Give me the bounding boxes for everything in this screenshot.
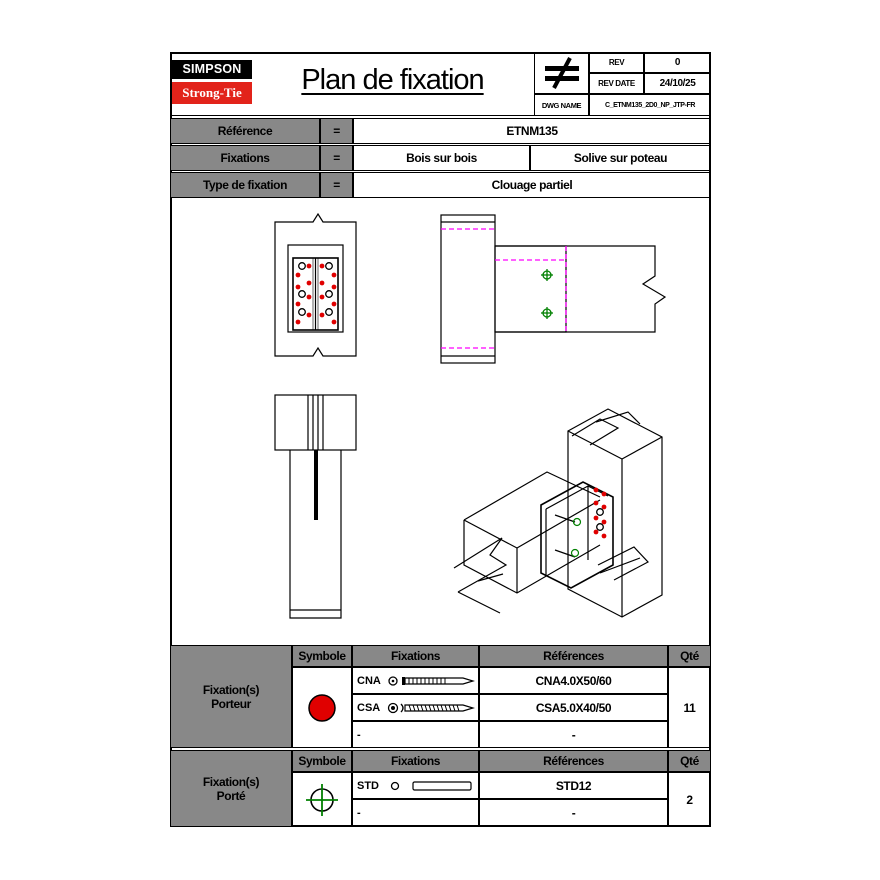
fixations-label: Fixations — [170, 145, 320, 171]
rev-label: REV — [589, 52, 644, 73]
brand-top: SIMPSON — [172, 60, 252, 79]
porteur-row-3-code: - — [357, 728, 361, 741]
porteur-qty: 11 — [668, 667, 711, 748]
porteur-row-2-code: CSA — [357, 701, 381, 714]
fixations-equals: = — [320, 145, 353, 171]
plan-view — [274, 394, 357, 619]
porte-col-references: Références — [479, 750, 668, 772]
porteur-row-2-ref: CSA5.0X40/50 — [479, 694, 668, 721]
csa-screw-icon — [387, 702, 475, 713]
porte-row-1-fix: STD — [352, 772, 479, 799]
porteur-row-2-fix: CSA — [352, 694, 479, 721]
cna-nail-icon — [388, 675, 475, 686]
porteur-col-qte: Qté — [668, 645, 711, 667]
porte-row-1-code: STD — [357, 779, 379, 792]
side-view-dowels — [541, 269, 553, 319]
not-equal-box — [534, 52, 589, 94]
fixations-value-2: Solive sur poteau — [530, 145, 711, 171]
porte-col-symbole: Symbole — [292, 750, 352, 772]
fixations-value-1: Bois sur bois — [353, 145, 530, 171]
brand-bottom: Strong-Tie — [172, 82, 252, 104]
side-view — [440, 214, 667, 364]
porte-row-2-code: - — [357, 807, 361, 819]
not-equal-icon — [544, 57, 579, 89]
type-label: Type de fixation — [170, 172, 320, 198]
porte-col-fixations: Fixations — [352, 750, 479, 772]
porte-section-label: Fixation(s) Porté — [170, 750, 292, 827]
porte-row-2-fix: - — [352, 799, 479, 827]
side-view-plate — [441, 228, 567, 349]
dwg-name-label: DWG NAME — [534, 94, 589, 116]
porte-row-2-ref: - — [479, 799, 668, 827]
std-dowel-icon — [390, 780, 472, 791]
drawing-area — [274, 212, 667, 619]
porteur-row-1-ref: CNA4.0X50/60 — [479, 667, 668, 694]
rev-date-label: REV DATE — [589, 73, 644, 94]
isometric-view — [453, 408, 663, 618]
dwg-name-value: C_ETNM135_2D0_NP_JTP-FR — [589, 94, 711, 116]
porte-col-qte: Qté — [668, 750, 711, 772]
porteur-label-line2: Porteur — [211, 696, 251, 711]
porte-qty: 2 — [668, 772, 711, 827]
type-value: Clouage partiel — [353, 172, 711, 198]
porteur-symbol-cell — [292, 667, 352, 748]
porte-symbol-cell — [292, 772, 352, 827]
porteur-row-3-fix: - — [352, 721, 479, 748]
reference-value: ETNM135 — [353, 118, 711, 144]
porteur-section-label: Fixation(s) Porteur — [170, 645, 292, 748]
reference-label: Référence — [170, 118, 320, 144]
porteur-col-symbole: Symbole — [292, 645, 352, 667]
porteur-row-1-fix: CNA — [352, 667, 479, 694]
brand-logo: SIMPSON Strong-Tie — [172, 60, 252, 110]
type-equals: = — [320, 172, 353, 198]
porteur-row-3-ref: - — [479, 721, 668, 748]
porteur-row-1-code: CNA — [357, 674, 381, 687]
porte-row-1-ref: STD12 — [479, 772, 668, 799]
porteur-col-references: Références — [479, 645, 668, 667]
page-title: Plan de fixation — [301, 64, 484, 96]
porteur-col-fixations: Fixations — [352, 645, 479, 667]
green-crosshair-icon — [306, 783, 338, 816]
reference-equals: = — [320, 118, 353, 144]
porte-label-line2: Porté — [216, 788, 246, 803]
rev-date-value: 24/10/25 — [644, 73, 711, 94]
isometric-dowels — [570, 517, 582, 558]
rev-value: 0 — [644, 52, 711, 73]
front-view — [274, 212, 357, 357]
porte-label-line1: Fixation(s) — [202, 774, 260, 789]
red-dot-icon — [308, 693, 336, 722]
porteur-label-line1: Fixation(s) — [202, 682, 260, 697]
